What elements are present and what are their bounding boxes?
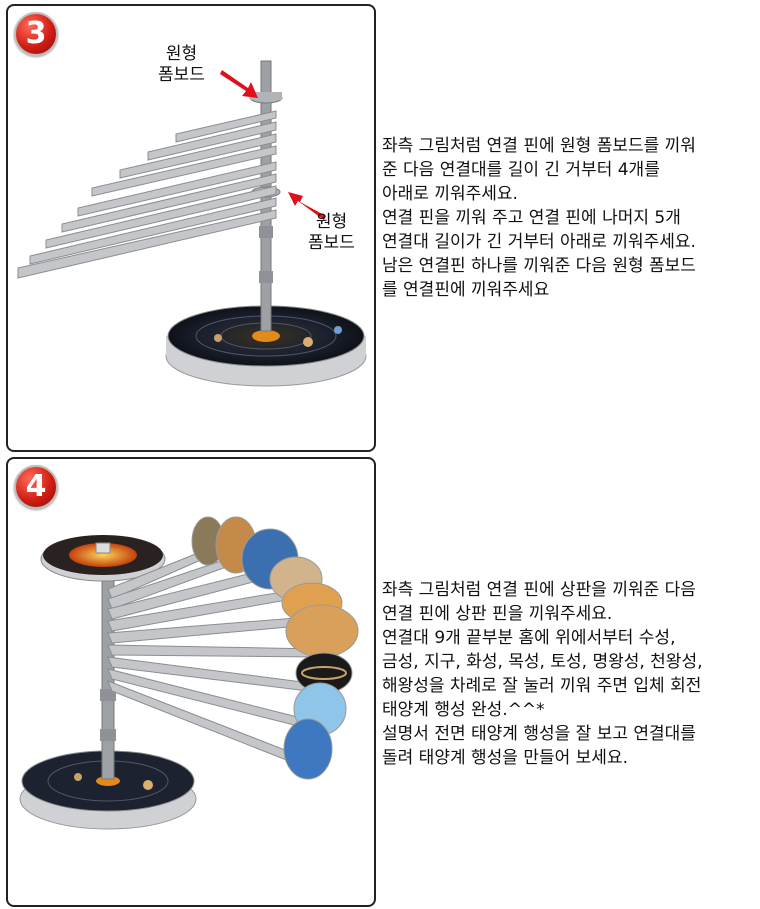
connecting-arms <box>107 548 319 768</box>
step-3-panel: 3 <box>6 4 376 452</box>
step-4-description: 좌측 그림처럼 연결 핀에 상판을 끼워준 다음 연결 핀에 상판 핀을 끼워주… <box>382 578 754 770</box>
desc-line: 남은 연결핀 하나를 끼워준 다음 원형 폼보드 <box>382 256 696 276</box>
step-4-panel: 4 <box>6 457 376 907</box>
desc-line: 연결대 길이가 긴 거부터 아래로 끼워주세요. <box>382 232 696 252</box>
desc-line: 좌측 그림처럼 연결 핀에 원형 폼보드를 끼워 <box>382 136 696 156</box>
planets <box>191 516 359 780</box>
arrow-icon <box>220 70 326 220</box>
desc-line: 해왕성을 차례로 잘 눌러 끼워 주면 입체 회전 <box>382 676 702 696</box>
desc-line: 아래로 끼워주세요. <box>382 184 518 204</box>
callout-round-foamboard-right: 원형 폼보드 <box>308 212 355 253</box>
neptune-planet <box>283 718 333 780</box>
connecting-arms <box>17 110 277 279</box>
step-3-illustration <box>17 60 367 387</box>
step-3-description: 좌측 그림처럼 연결 핀에 원형 폼보드를 끼워 준 다음 연결대를 길이 긴 … <box>382 134 754 302</box>
desc-line: 준 다음 연결대를 길이 긴 거부터 4개를 <box>382 160 660 180</box>
desc-line: 를 연결핀에 끼워주세요 <box>382 280 550 300</box>
step-4-illustration <box>19 516 359 830</box>
saturn-planet <box>285 604 359 658</box>
callout-round-foamboard-top: 원형 폼보드 <box>158 44 205 85</box>
step-number-badge: 4 <box>14 465 58 509</box>
desc-line: 연결 핀에 상판 핀을 끼워주세요. <box>382 604 613 624</box>
desc-line: 좌측 그림처럼 연결 핀에 상판을 끼워준 다음 <box>382 580 696 600</box>
desc-line: 돌려 태양계 행성을 만들어 보세요. <box>382 748 628 768</box>
desc-line: 연결대 9개 끝부분 홈에 위에서부터 수성, <box>382 628 676 648</box>
desc-line: 금성, 지구, 화성, 목성, 토성, 명왕성, 천왕성, <box>382 652 703 672</box>
desc-line: 연결 핀을 끼워 주고 연결 핀에 나머지 5개 <box>382 208 681 228</box>
step-number-badge: 3 <box>14 12 58 56</box>
desc-line: 설명서 전면 태양계 행성을 잘 보고 연결대를 <box>382 724 696 744</box>
desc-line: 태양계 행성 완성.^^* <box>382 700 545 720</box>
